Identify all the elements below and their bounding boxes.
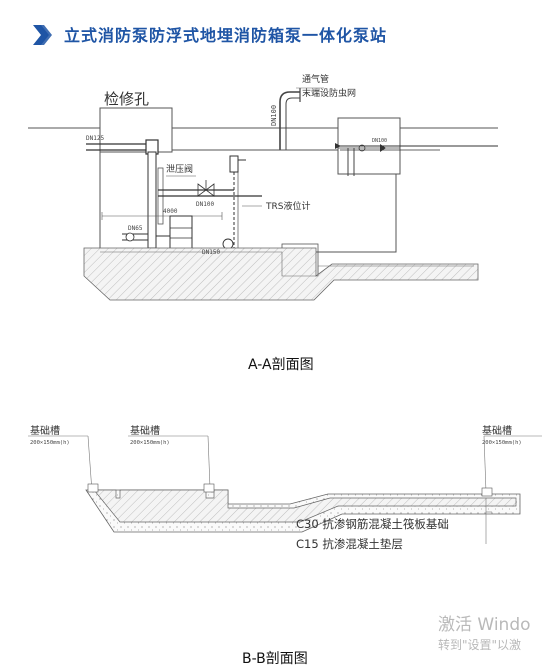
label-groove-right-size: 200×150mm(h) (482, 440, 522, 446)
label-pipe-dn100: DN100 (196, 201, 214, 208)
label-groove-left-size: 200×150mm(h) (30, 440, 70, 446)
vent-pipe (279, 87, 324, 150)
label-relief-valve: 泄压阀 (166, 163, 193, 175)
windows-activation-watermark: 激活 Windo 转到"设置"以激 (438, 610, 542, 658)
inspection-hole (99, 107, 173, 153)
groove-mid (203, 483, 215, 493)
label-pipe-dn65: DN65 (128, 225, 143, 232)
pipe-dn125 (86, 139, 159, 155)
dimension-line (101, 212, 223, 220)
label-level-gauge: TRS液位计 (265, 200, 310, 212)
label-raft-note: C30 抗渗钢筋混凝土筏板基础 (296, 517, 449, 531)
caption-section-bb: B-B剖面图 (242, 651, 308, 667)
pressure-gauge (222, 238, 234, 250)
label-vent-note: 末端设防虫网 (302, 87, 356, 99)
label-dim-4000: 4000 (163, 208, 178, 215)
groove-right (481, 487, 493, 497)
watermark-line2: 转到"设置"以激 (438, 638, 522, 652)
label-pipe-dn125: DN125 (86, 135, 104, 142)
relief-valve (158, 175, 262, 197)
label-cushion-note: C15 抗渗混凝土垫层 (296, 537, 403, 551)
groove-left (87, 483, 99, 493)
page-title: 立式消防泵防浮式地埋消防箱泵一体化泵站 (0, 18, 542, 50)
riser-pipe (147, 151, 157, 249)
watermark-line1: 激活 Windo (438, 615, 531, 635)
label-groove-left: 基础槽 (30, 424, 60, 437)
title-text: 立式消防泵防浮式地埋消防箱泵一体化泵站 (64, 26, 388, 45)
label-inlet-dn: DN100 (372, 138, 387, 144)
label-inspection-hole: 检修孔 (104, 90, 149, 108)
caption-section-aa: A-A剖面图 (248, 357, 314, 373)
label-pipe-dn150: DN150 (202, 249, 220, 256)
label-vent-pipe: 通气管 (302, 73, 329, 85)
label-groove-mid: 基础槽 (130, 424, 160, 437)
section-aa (28, 87, 498, 301)
section-bb (28, 435, 542, 544)
label-groove-right: 基础槽 (482, 424, 512, 437)
raft-foundation (93, 489, 517, 523)
double-chevron-icon (33, 25, 52, 45)
label-vent-dn: DN100 (270, 105, 278, 126)
label-groove-mid-size: 200×150mm(h) (130, 440, 170, 446)
foundation-hatch (83, 247, 479, 301)
level-gauge (229, 155, 262, 260)
